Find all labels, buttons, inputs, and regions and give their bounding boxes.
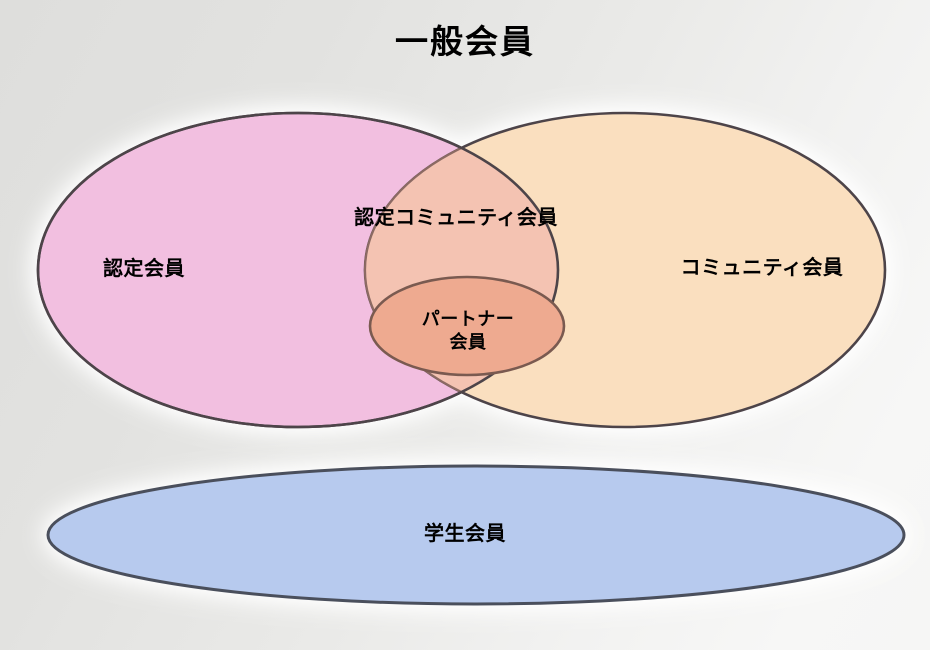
ellipse-partner[interactable] — [368, 275, 566, 377]
ellipse-certified-outline — [36, 111, 560, 429]
ellipse-student[interactable] — [46, 464, 906, 606]
